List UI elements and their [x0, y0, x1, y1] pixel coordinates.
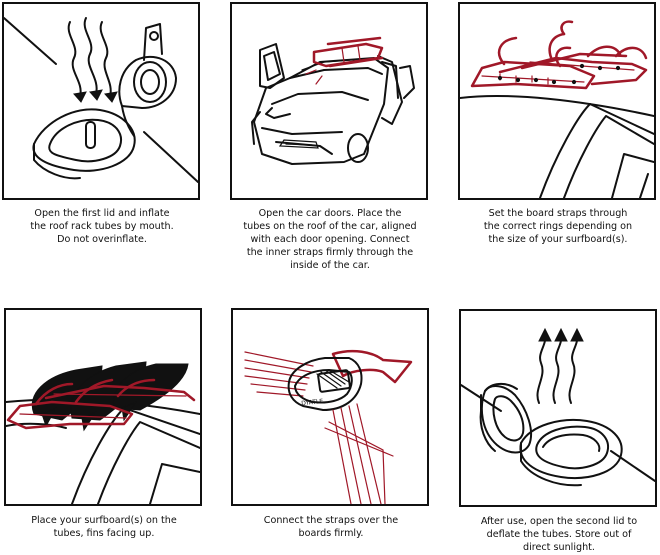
step-2-caption: Open the car doors. Place the tubes on t…: [218, 207, 442, 272]
inflate-valve-open-icon: [4, 17, 198, 183]
caption-line: inside of the car.: [290, 260, 370, 271]
step-2-illustration: [230, 2, 428, 200]
caption-line: deflate the tubes. Store out of: [486, 529, 632, 540]
buckle-brand-text: DYATLE: [301, 398, 324, 407]
step-5-caption: Connect the straps over the boards firml…: [219, 514, 443, 540]
caption-line: the correct rings depending on: [483, 221, 633, 232]
caption-line: direct sunlight.: [523, 542, 595, 553]
step-3-caption: Set the board straps through the correct…: [446, 207, 660, 246]
caption-line: tubes on the roof of the car, aligned: [243, 221, 417, 232]
caption-line: After use, open the second lid to: [480, 516, 638, 527]
caption-line: the roof rack tubes by mouth.: [30, 221, 174, 232]
step-5-illustration: DYATLE: [231, 308, 429, 506]
caption-line: the inner straps firmly through the: [246, 247, 414, 258]
caption-line: the size of your surfboard(s).: [488, 234, 628, 245]
caption-line: Set the board straps through: [488, 208, 628, 219]
caption-line: tubes, fins facing up.: [53, 528, 155, 539]
caption-line: Place your surfboard(s) on the: [31, 515, 177, 526]
step-1-illustration: [2, 2, 200, 200]
step-4-illustration: [4, 308, 202, 506]
step-1-caption: Open the first lid and inflate the roof …: [0, 207, 214, 246]
caption-line: Connect the straps over the: [263, 515, 399, 526]
caption-line: boards firmly.: [298, 528, 364, 539]
caption-line: with each door opening. Connect: [250, 234, 410, 245]
deflate-valve-icon: [461, 327, 655, 487]
step-4-caption: Place your surfboard(s) on the tubes, fi…: [0, 514, 216, 540]
surfboards-on-roof-icon: [6, 361, 200, 504]
car-open-doors-icon: [251, 36, 415, 165]
step-6-caption: After use, open the second lid to deflat…: [447, 515, 660, 554]
strap-buckle-icon: DYATLE: [244, 349, 413, 504]
caption-line: Do not overinflate.: [57, 234, 147, 245]
step-6-illustration: [459, 309, 657, 507]
caption-line: Open the car doors. Place the: [258, 208, 402, 219]
caption-line: Open the first lid and inflate: [34, 208, 170, 219]
step-3-illustration: [458, 2, 656, 200]
roof-rack-straps-icon: [460, 20, 654, 198]
